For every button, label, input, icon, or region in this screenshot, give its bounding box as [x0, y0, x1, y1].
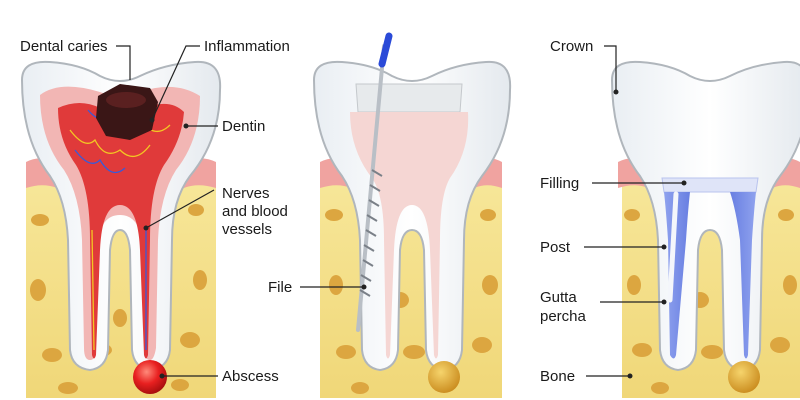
caries-shade	[106, 92, 146, 108]
label-nerves-line3: vessels	[222, 221, 272, 238]
leader-lines	[116, 45, 687, 379]
pulp-infected	[58, 103, 184, 359]
filling	[661, 177, 759, 193]
labels: Dental caries Inflammation Dentin Nerves…	[20, 38, 593, 385]
bone-spots	[624, 209, 797, 394]
label-gutta-line1: Gutta	[540, 289, 577, 306]
label-crown: Crown	[550, 38, 593, 55]
label-file: File	[268, 279, 292, 296]
label-dentin: Dentin	[222, 118, 265, 135]
label-gutta-line2: percha	[540, 308, 587, 325]
post	[667, 191, 679, 303]
apex-bulb	[728, 361, 760, 393]
label-dental-caries: Dental caries	[20, 38, 108, 55]
file-flutes	[359, 169, 383, 297]
tooth-filled	[610, 60, 800, 398]
tooth-file	[312, 32, 512, 398]
apex-bulb	[428, 361, 460, 393]
access-opening	[355, 83, 463, 113]
label-inflammation: Inflammation	[204, 38, 290, 55]
label-nerves-line1: Nerves	[222, 185, 270, 202]
label-bone: Bone	[540, 368, 575, 385]
label-abscess: Abscess	[222, 368, 279, 385]
label-post: Post	[540, 239, 571, 256]
file-shaft	[356, 44, 386, 332]
label-nerves-line2: and blood	[222, 203, 288, 220]
label-filling: Filling	[540, 175, 579, 192]
tooth-infected	[20, 60, 222, 398]
file-handle	[378, 32, 393, 68]
abscess	[133, 360, 167, 394]
